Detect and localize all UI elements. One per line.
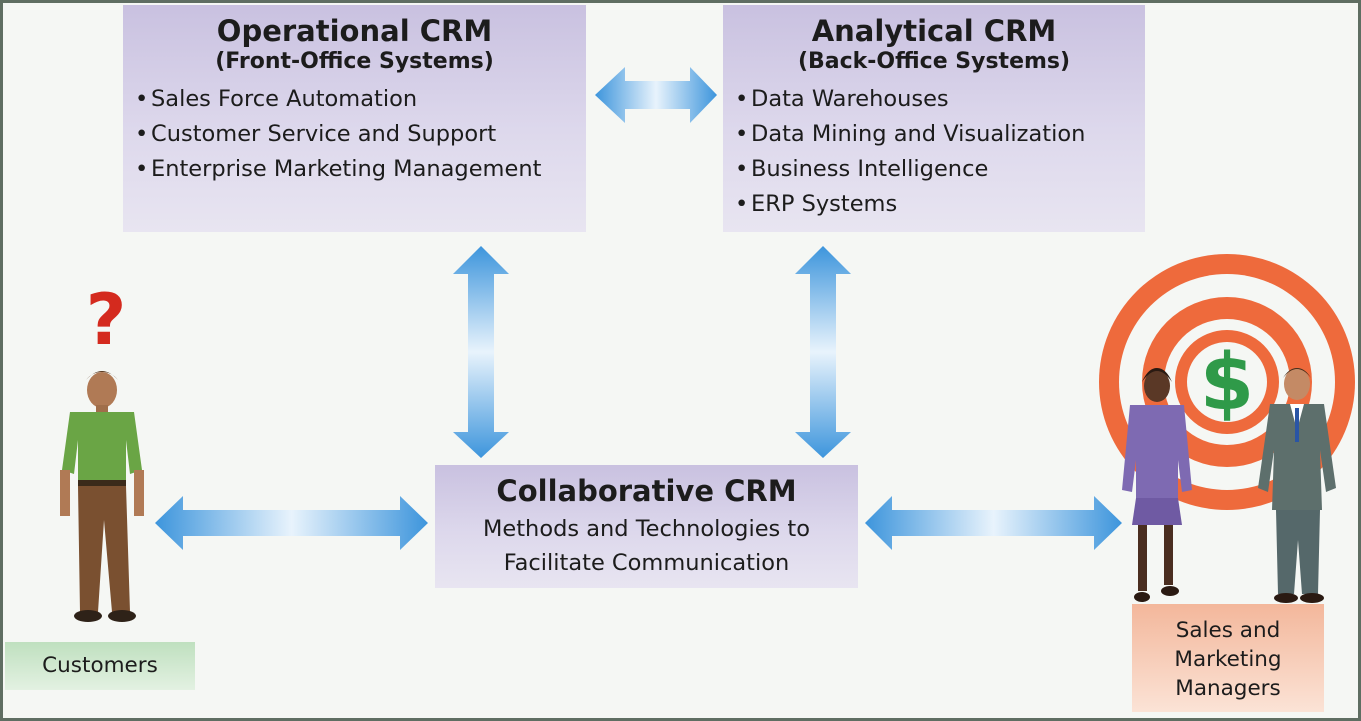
arrow-collaborative-managers — [865, 496, 1122, 550]
managers-label: Sales and Marketing Managers — [1132, 604, 1324, 712]
list-item-label: Data Warehouses — [751, 86, 949, 112]
bullet: • — [135, 156, 149, 182]
list-item: •ERP Systems — [735, 187, 1145, 222]
collaborative-crm-box: Collaborative CRM Methods and Technologi… — [435, 465, 858, 588]
bullet: • — [135, 121, 149, 147]
description-line: Methods and Technologies to — [482, 516, 811, 542]
analytical-crm-subtitle: (Back-Office Systems) — [797, 49, 1071, 74]
analytical-crm-box: Analytical CRM (Back-Office Systems) •Da… — [723, 5, 1145, 232]
list-item-label: Enterprise Marketing Management — [151, 156, 542, 182]
bullet: • — [735, 191, 749, 217]
operational-crm-list: •Sales Force Automation •Customer Servic… — [123, 82, 586, 187]
list-item-label: Customer Service and Support — [151, 121, 497, 147]
list-item: •Enterprise Marketing Management — [135, 152, 586, 187]
operational-crm-title: Operational CRM — [216, 14, 493, 48]
description-line: Facilitate Communication — [503, 550, 790, 576]
arrow-operational-analytical — [595, 67, 717, 123]
dollar-sign-icon: $ — [1199, 338, 1255, 428]
managers-label-line: Marketing — [1174, 647, 1282, 672]
bullet: • — [735, 156, 749, 182]
list-item: •Customer Service and Support — [135, 117, 586, 152]
bullet: • — [135, 86, 149, 112]
arrow-operational-collaborative — [453, 246, 509, 458]
managers-label-line: Sales and — [1175, 618, 1281, 643]
customer-figure — [60, 371, 144, 622]
bullet: • — [735, 121, 749, 147]
list-item-label: ERP Systems — [751, 191, 898, 217]
list-item: •Sales Force Automation — [135, 82, 586, 117]
managers-label-line: Managers — [1175, 676, 1281, 701]
list-item-label: Business Intelligence — [751, 156, 989, 182]
list-item: •Business Intelligence — [735, 152, 1145, 187]
list-item-label: Sales Force Automation — [151, 86, 418, 112]
analytical-crm-list: •Data Warehouses •Data Mining and Visual… — [723, 82, 1145, 222]
collaborative-crm-title: Collaborative CRM — [496, 474, 797, 508]
analytical-crm-title: Analytical CRM — [811, 14, 1057, 48]
question-mark-icon: ? — [85, 279, 127, 361]
operational-crm-box: Operational CRM (Front-Office Systems) •… — [123, 5, 586, 232]
list-item: •Data Warehouses — [735, 82, 1145, 117]
manager-man-figure — [1258, 368, 1336, 603]
arrow-customers-collaborative — [155, 496, 428, 550]
list-item-label: Data Mining and Visualization — [751, 121, 1086, 147]
operational-crm-subtitle: (Front-Office Systems) — [215, 49, 494, 74]
bullet: • — [735, 86, 749, 112]
manager-woman-figure — [1122, 368, 1192, 602]
customers-label: Customers — [5, 642, 195, 690]
collaborative-crm-description: Methods and Technologies to Facilitate C… — [435, 512, 858, 580]
list-item: •Data Mining and Visualization — [735, 117, 1145, 152]
arrow-analytical-collaborative — [795, 246, 851, 458]
